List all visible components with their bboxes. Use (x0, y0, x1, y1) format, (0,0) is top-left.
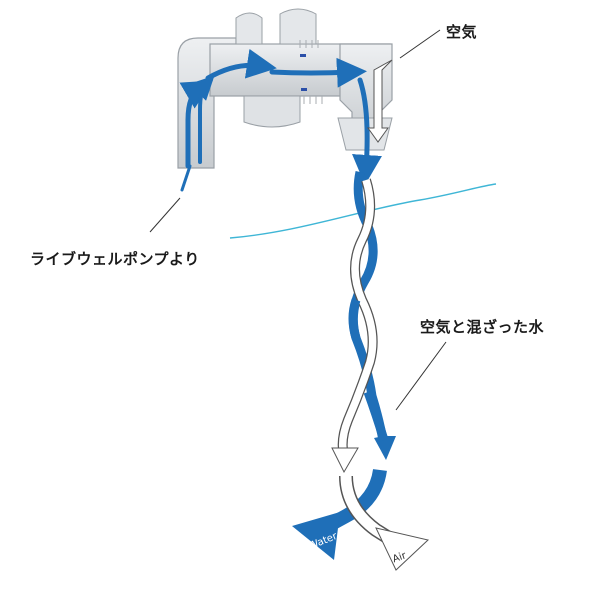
air-output-tag: Air (391, 550, 408, 565)
mixed-stream (331, 171, 396, 474)
air-inlet-arrow (367, 59, 393, 143)
mixed-leader-line (395, 341, 447, 411)
water-surface-line (229, 183, 497, 239)
water-flow-arrows (179, 48, 382, 192)
from-pump-label: ライブウェルポンプより (30, 250, 200, 268)
mixed-water-label: 空気と混ざった水 (420, 318, 545, 336)
water-output-arrow: Water (292, 468, 387, 560)
air-output-arrow: Air (339, 475, 430, 571)
air-label: 空気 (446, 23, 478, 41)
air-leader-line (399, 29, 441, 59)
pump-leader-line (149, 197, 181, 233)
